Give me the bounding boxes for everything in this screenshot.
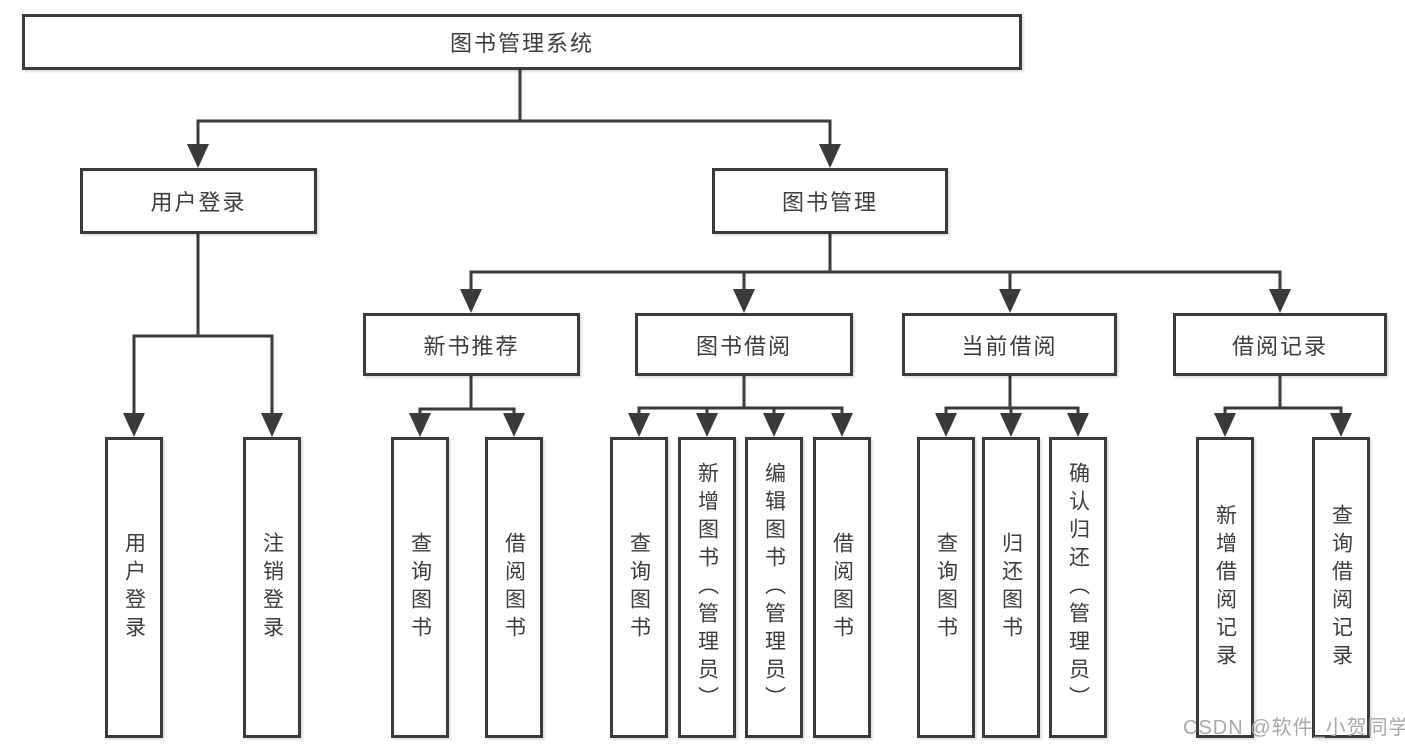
- node-user-login: 用户登录: [80, 168, 317, 234]
- leaf-query-books-recommend: 查询图书: [391, 437, 449, 738]
- leaf-confirm-return-admin: 确认归还（管理员）: [1049, 437, 1107, 738]
- leaf-edit-book-admin: 编辑图书（管理员）: [745, 437, 803, 738]
- arrowheads: [123, 144, 1352, 437]
- leaf-borrow-books-borrowing: 借阅图书: [813, 437, 871, 738]
- leaf-query-books-current: 查询图书: [917, 437, 975, 738]
- node-book-borrowing: 图书借阅: [635, 313, 853, 376]
- leaf-add-borrow-record: 新增借阅记录: [1196, 437, 1254, 738]
- csdn-watermark: CSDN @软件_小贺同学: [1183, 717, 1405, 739]
- node-borrowing-records: 借阅记录: [1173, 313, 1387, 376]
- leaf-add-book-admin: 新增图书（管理员）: [678, 437, 736, 738]
- node-book-management: 图书管理: [712, 168, 948, 234]
- leaf-return-book: 归还图书: [982, 437, 1040, 738]
- node-root: 图书管理系统: [22, 14, 1022, 70]
- leaf-query-books-borrowing: 查询图书: [610, 437, 668, 738]
- node-current-borrowing: 当前借阅: [902, 313, 1117, 376]
- node-new-book-recommendation: 新书推荐: [363, 313, 580, 376]
- leaf-user-login: 用户登录: [105, 437, 163, 738]
- leaf-borrow-books-recommend: 借阅图书: [485, 437, 543, 738]
- leaf-logout: 注销登录: [243, 437, 301, 738]
- leaf-query-borrow-record: 查询借阅记录: [1312, 437, 1370, 738]
